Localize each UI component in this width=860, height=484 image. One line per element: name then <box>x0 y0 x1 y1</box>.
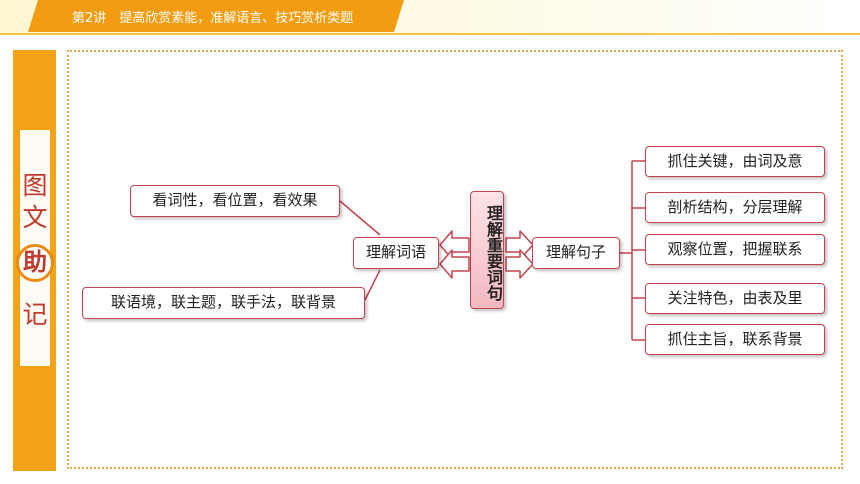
leaf-sentences-1: 抓住关键，由词及意 <box>645 146 825 177</box>
leaf-sentences-3: 观察位置，把握联系 <box>645 234 825 265</box>
side-label-highlight-circle <box>16 244 54 282</box>
side-label-char-4: 记 <box>22 300 48 329</box>
arrow-to-sentences <box>505 230 534 260</box>
leaf-words-1: 看词性，看位置，看效果 <box>130 185 340 217</box>
arrow-to-words <box>439 230 470 260</box>
node-understand-words: 理解词语 <box>353 237 439 269</box>
arrow-to-sentences-lower <box>505 249 534 279</box>
connector-right-ticks <box>632 160 645 341</box>
node-understand-sentences: 理解句子 <box>532 237 620 269</box>
header-divider <box>0 33 860 35</box>
center-node-important-words-sentences: 理解重要词句 <box>470 191 504 309</box>
leaf-words-2: 联语境，联主题，联手法，联背景 <box>82 287 365 319</box>
side-label-char-1: 图 <box>22 171 48 200</box>
connector-left-bottom <box>364 269 381 301</box>
lesson-title-tab <box>28 0 404 32</box>
arrow-to-words-lower <box>439 249 470 279</box>
connector-left-top <box>339 200 381 236</box>
side-label-char-2: 文 <box>22 203 48 232</box>
leaf-sentences-4: 关注特色，由表及里 <box>645 283 825 314</box>
leaf-sentences-5: 抓住主旨，联系背景 <box>645 324 825 355</box>
diagram-frame <box>67 50 843 469</box>
lesson-title: 第2讲 提高欣赏素能，准解语言、技巧赏析类题 <box>72 11 354 26</box>
leaf-sentences-2: 剖析结构，分层理解 <box>645 192 825 223</box>
side-label-char-3: 助 <box>23 247 47 276</box>
